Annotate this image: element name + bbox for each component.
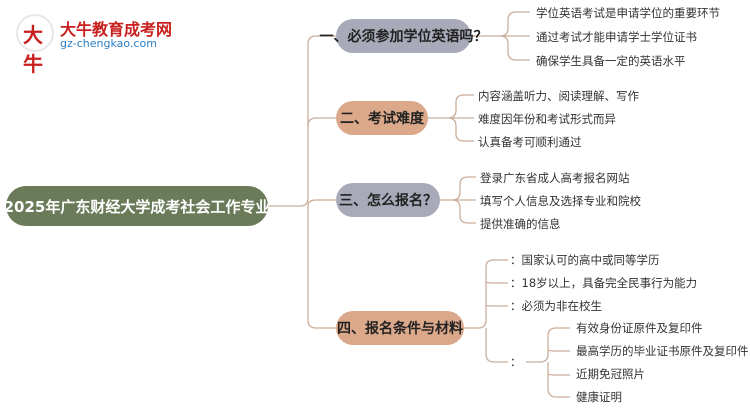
link-root-b1	[268, 35, 336, 207]
link-b2-leaves	[428, 94, 474, 142]
logo-site: gz-chengkao.com	[60, 37, 157, 50]
leaf-node: 登录广东省成人高考报名网站	[480, 171, 630, 185]
branch-node-registration: 三、怎么报名？	[336, 183, 440, 217]
sub-leaf-node: 近期免冠照片	[576, 367, 645, 381]
link-b1-leaves	[471, 11, 530, 61]
branch-node-requirements: 四、报名条件与材料	[336, 311, 464, 345]
sub-leaf-node: 有效身份证原件及复印件	[576, 321, 703, 335]
logo-name: 大牛教育成考网	[60, 20, 173, 39]
link-b3-leaves	[440, 176, 476, 224]
branch-node-difficulty: 二、考试难度	[336, 101, 428, 135]
leaf-node: 确保学生具备一定的英语水平	[536, 54, 686, 68]
link-root-b2	[307, 117, 336, 127]
brand-logo[interactable]: 大牛 大牛教育成考网 gz-chengkao.com	[16, 14, 172, 76]
leaf-node: 难度因年份和考试形式而异	[478, 112, 616, 126]
root-node: 2025年广东财经大学成考社会工作专业	[4, 186, 270, 226]
link-b4-leaves	[464, 259, 508, 363]
leaf-node: 提供准确的信息	[480, 217, 561, 231]
logo-mark: 大牛	[23, 23, 43, 76]
leaf-node: 填写个人信息及选择专业和院校	[480, 194, 641, 208]
logo-icon: 大牛	[16, 14, 54, 76]
sub-leaf-node: 最高学历的毕业证书原件及复印件	[576, 344, 749, 358]
leaf-node: 认真备考可顺利通过	[478, 135, 582, 149]
leaf-node: 学位英语考试是申请学位的重要环节	[536, 6, 720, 20]
link-root-b4	[307, 206, 336, 329]
leaf-node: ：国家认可的高中或同等学历	[510, 253, 660, 267]
leaf-node: ：必须为非在校生	[510, 299, 602, 313]
leaf-node: 通过考试才能申请学士学位证书	[536, 30, 697, 44]
leaf-node: ：18岁以上，具备完全民事行为能力	[510, 276, 698, 290]
sub-leaf-node: 健康证明	[576, 390, 622, 404]
branch-node-english: 一、必须参加学位英语吗？	[320, 19, 488, 53]
leaf-node: 内容涵盖听力、阅读理解、写作	[478, 89, 639, 103]
link-b4-subitems	[526, 327, 570, 398]
leaf-node: ：	[510, 355, 522, 369]
link-root-b3	[307, 199, 336, 207]
